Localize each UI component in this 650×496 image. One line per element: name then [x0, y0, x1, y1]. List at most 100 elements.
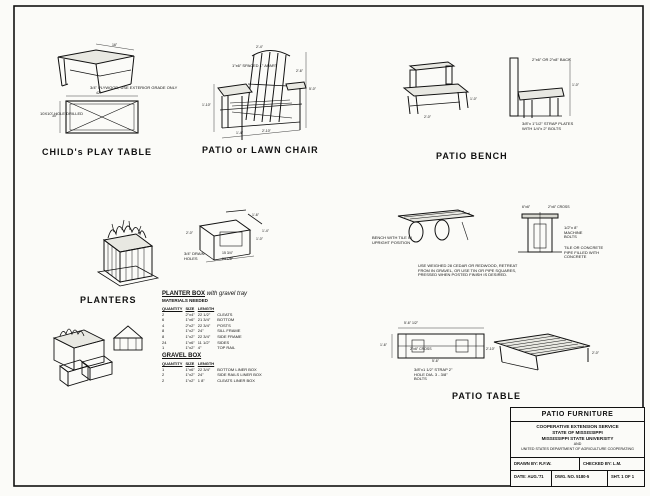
patio-table-dim-6x6: 6"x6"	[522, 205, 531, 209]
sheet-number: SHT. 1 OF 1	[611, 474, 635, 479]
planter-box-cell: 2"x4"	[185, 311, 195, 317]
patio-table-note-strap: 3/8"x1 1/2" STRAP 2" HOLE DIA. 3 - 3/8" …	[414, 367, 453, 382]
gravel-box-cell: 1	[162, 366, 165, 372]
planters-dim-2: 1'-4"	[262, 229, 269, 233]
planter-box-cell: 4	[162, 322, 165, 328]
planters-title: PLANTERS	[80, 295, 137, 305]
title-block-line5: UNITED STATES DEPARTMENT OF AGRICULTURE …	[521, 447, 634, 451]
planter-box-cell: 22 3/4"	[197, 333, 211, 339]
planters-note-holes: 3/4" DRAIN HOLES	[184, 251, 205, 261]
patio-chair-dim-4: 1'-10"	[202, 103, 211, 107]
planters-dim-4: 2'-0"	[186, 231, 193, 235]
patio-table-dim-2: 5'-6"	[432, 359, 439, 363]
planter-box-drawing	[96, 209, 263, 287]
patio-bench-drawing	[402, 57, 571, 118]
planter-box-cell: 24	[162, 339, 167, 345]
gravel-box-cell: 1 8"	[197, 377, 205, 383]
gravel-box-header-cell: LENGTH	[197, 361, 215, 366]
planter-box-cell: 2	[162, 311, 165, 317]
planter-box-cell: SILL FRAME	[217, 328, 241, 334]
planter-box-cell: TOP RAIL	[217, 345, 236, 351]
table-row: 6 1"x6"21 3/4" BOTTOM	[162, 317, 245, 323]
planter-box-subtitle: with gravel tray	[206, 291, 248, 297]
planters-dim-6: 23 1/8"	[222, 257, 233, 261]
patio-bench-dim-1: 1'-0"	[572, 83, 579, 87]
patio-bench-note-top: 2"x6" OR 2"x8" BACK	[532, 57, 571, 62]
planter-box-materials-title: MATERIALS NEEDED	[162, 298, 208, 303]
gravel-box-cell: 24"	[197, 372, 204, 378]
patio-table-note-concrete: USE WEIGHED 28 CEDAR OR REDWOOD, RETREAT…	[418, 263, 518, 278]
patio-bench-dim-2: 2'-0"	[424, 115, 431, 119]
gravel-box-header-cell: QUANTITY	[162, 361, 183, 366]
table-row: 2 1"x2"1 8" CLEATS LINER BOX	[162, 378, 265, 384]
childs-play-table-title: CHILD's PLAY TABLE	[42, 147, 152, 157]
childs-play-table-dim-1: 42"	[96, 91, 102, 95]
planter-box-cell: 1	[162, 345, 165, 351]
planter-box-cell: 1"x2"	[185, 345, 195, 351]
title-block-line2: STATE OF MISSISSIPPI	[552, 430, 603, 435]
table-row: 8 1"x2"24" SILL FRAME	[162, 328, 245, 334]
childs-play-table-note-top: 3/4" PLYWOOD, USE EXTERIOR GRADE ONLY	[90, 85, 178, 90]
patio-table-upper-drawing	[397, 209, 562, 253]
planter-box-cell: POSTS	[217, 322, 231, 328]
planter-box-cell: 21 3/4"	[197, 317, 211, 323]
drawing-number: DWG. NO. 5180-5	[555, 474, 590, 479]
planter-box-header-cell: LENGTH	[197, 306, 215, 311]
planter-box-cell: 6	[162, 317, 165, 323]
gravel-box-cell: CLEATS LINER BOX	[217, 377, 255, 383]
planter-box-cell: 1"x2"	[185, 333, 195, 339]
title-block-title: PATIO FURNITURE	[541, 411, 614, 418]
planter-box-cell: 24"	[197, 328, 204, 334]
gravel-box-cell: 2	[162, 377, 165, 383]
patio-chair-title: PATIO or LAWN CHAIR	[202, 145, 319, 155]
patio-table-dim-3: 1'-6"	[380, 343, 387, 347]
patio-chair-dim-1: 2'-4"	[256, 45, 263, 49]
gravel-box-cell: 2	[162, 372, 165, 378]
planter-box-cell: SIDES	[217, 339, 230, 345]
patio-table-dim-cross: 2"x6" CROSS	[410, 347, 432, 351]
planter-box-heading: PLANTER BOX with gravel tray	[162, 291, 247, 297]
planter-box-header-cell: QUANTITY	[162, 306, 183, 311]
patio-chair-dim-6: 2'-10"	[262, 129, 271, 133]
gravel-box-header-cell: SIZE	[185, 361, 195, 366]
planter-box-cell: 22 3/4"	[197, 322, 211, 328]
childs-play-table-drawing	[57, 43, 139, 134]
patio-chair-dim-3: 5'-0"	[309, 87, 316, 91]
patio-chair-drawing	[213, 50, 307, 140]
gravel-box-cell: 1"x2"	[185, 377, 195, 383]
patio-table-dim-2x6-cross-top: 2"x6" CROSS	[548, 205, 570, 209]
patio-bench-note-bottom: 3/8"x 1"1/2" STRAP PLATES WITH 1/4"x 2" …	[522, 121, 574, 131]
patio-bench-title: PATIO BENCH	[436, 151, 508, 161]
sheet-border	[13, 5, 644, 487]
planter-box-cell: 1"x2"	[185, 328, 195, 334]
patio-bench-dim-3: 1'-0"	[470, 97, 477, 101]
gravel-box-title: GRAVEL BOX	[162, 353, 202, 359]
childs-play-table-dim-3: 16"	[112, 43, 118, 47]
patio-table-dim-5: 2'-0"	[592, 351, 599, 355]
planter-box-cell: 8	[162, 328, 165, 334]
drawn-by: DRAWN BY: R.F.W.	[514, 461, 552, 466]
patio-table-note-tile: BENCH WITH TILE IN UPRIGHT POSITION	[372, 235, 412, 245]
planter-box-cell: 22 1/2"	[197, 311, 211, 317]
patio-chair-dim-5: 1'-4"	[236, 131, 243, 135]
patio-table-dim-1: 5'-6" 1/2"	[404, 321, 419, 325]
planter-box-cell: 1"x6"	[185, 317, 195, 323]
childs-play-table-dim-2: 30"	[52, 114, 58, 118]
gravel-box-cell: BOTTOM LINER BOX	[217, 366, 257, 372]
planter-box-cell: 11 1/2"	[197, 339, 210, 345]
planter-box-cell: BOTTOM	[217, 317, 235, 323]
planters-dim-3: 1'-0"	[256, 237, 263, 241]
gravel-box-cell: 1"x2"	[185, 372, 195, 378]
planters-dim-5: 15 3/4"	[222, 251, 233, 255]
patio-chair-dim-2: 2'-6"	[296, 69, 303, 73]
drawing-date: DATE: AUG.'71	[514, 474, 544, 479]
